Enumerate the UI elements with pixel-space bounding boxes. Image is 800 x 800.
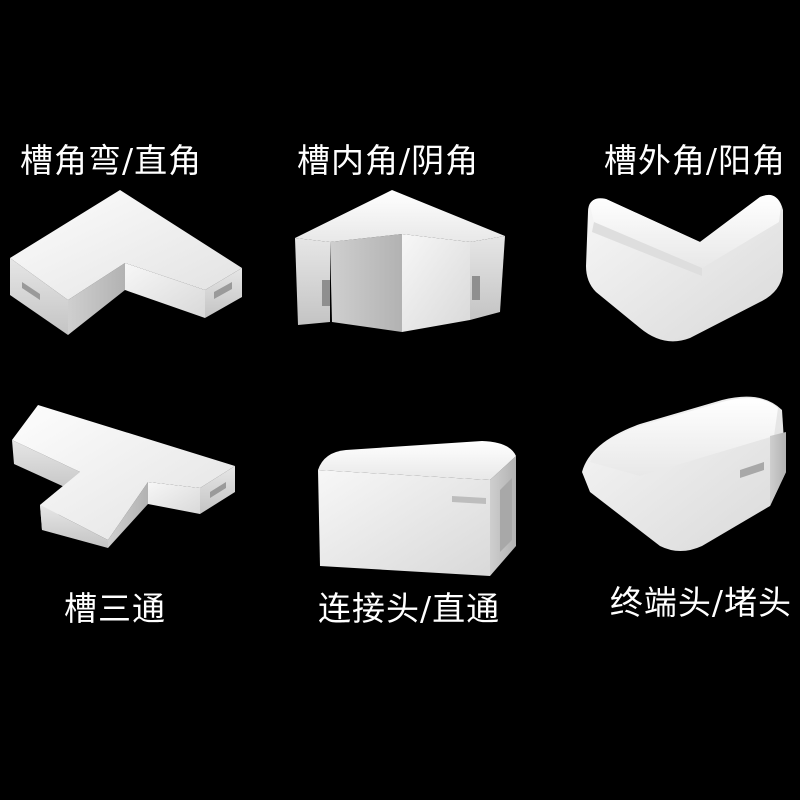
end-cap-fitting-icon xyxy=(582,396,786,551)
inner-corner-fitting-icon xyxy=(295,190,505,332)
label-coupler: 连接头/直通 xyxy=(318,589,501,628)
label-outer-corner: 槽外角/阳角 xyxy=(603,141,786,180)
tee-fitting-icon xyxy=(12,405,235,548)
label-flat-elbow: 槽角弯/直角 xyxy=(20,141,203,180)
outer-corner-fitting-icon xyxy=(586,194,783,342)
label-inner-corner: 槽内角/阴角 xyxy=(297,141,480,180)
label-end-cap: 终端头/堵头 xyxy=(609,583,792,622)
flat-elbow-fitting-icon xyxy=(10,190,242,335)
coupler-fitting-icon xyxy=(318,441,516,576)
label-tee: 槽三通 xyxy=(64,589,166,628)
